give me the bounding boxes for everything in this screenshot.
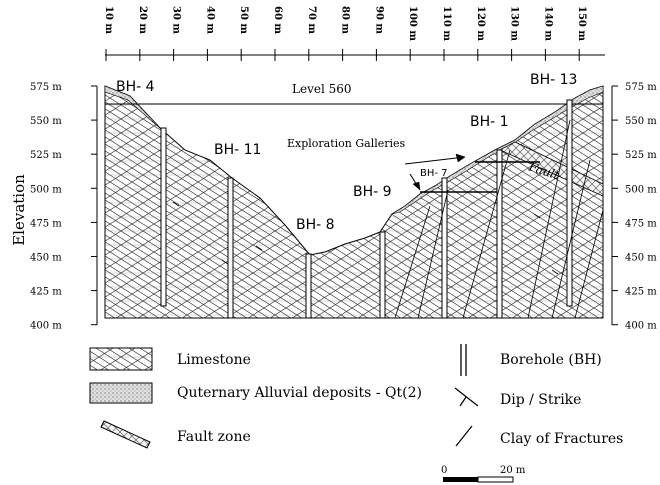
top-axis-tick-label: 10 m <box>103 6 114 34</box>
right-axis-tick-label: 400 m <box>625 321 657 332</box>
left-axis-tick-label: 425 m <box>30 287 62 298</box>
alluvial-deposit-left <box>104 85 161 129</box>
dip-strike-markers <box>172 201 559 275</box>
top-axis-tick-label: 40 m <box>204 6 215 34</box>
right-axis-tick-label: 500 m <box>625 184 657 195</box>
borehole-bh7 <box>441 177 448 319</box>
top-axis-tick-label: 80 m <box>340 6 351 34</box>
right-axis-tick-label: 575 m <box>625 82 657 93</box>
bh-label: BH- 9 <box>353 184 392 200</box>
left-axis-tick-label: 575 m <box>30 82 62 93</box>
right-axis: 575 m 550 m 525 m 500 m 475 m 450 m 425 m 400 m <box>611 82 657 332</box>
right-axis-tick-label: 550 m <box>625 116 657 127</box>
limestone-body <box>104 85 604 319</box>
right-axis-tick-label: 525 m <box>625 150 657 161</box>
top-axis-tick-label: 110 m <box>441 6 452 41</box>
legend: Limestone Quternary Alluvial deposits - … <box>89 344 623 449</box>
legend-clay-label: Clay of Fractures <box>500 431 623 447</box>
legend-borehole-label: Borehole (BH) <box>500 352 602 368</box>
legend-clay-symbol <box>455 425 473 447</box>
legend-dip-strike-symbol <box>454 387 479 407</box>
scale-bar-filled <box>443 477 478 482</box>
borehole-bh9 <box>379 231 386 319</box>
left-axis-tick-label: 525 m <box>30 150 62 161</box>
top-axis-tick-label: 70 m <box>306 6 317 34</box>
scale-start-label: 0 <box>441 465 447 476</box>
left-axis-tick-label: 450 m <box>30 253 62 264</box>
top-axis-tick-label: 50 m <box>238 6 249 34</box>
legend-fault-swatch <box>100 420 151 449</box>
top-axis-tick-label: 140 m <box>542 6 553 41</box>
top-axis-tick-label: 30 m <box>171 6 182 34</box>
legend-fault-label: Fault zone <box>177 429 251 445</box>
right-axis-tick-label: 425 m <box>625 287 657 298</box>
borehole-bh1 <box>496 149 503 319</box>
legend-alluvial-swatch <box>89 382 153 404</box>
bh-label: BH- 4 <box>116 79 155 95</box>
boreholes <box>160 99 573 319</box>
top-axis-tick-label: 130 m <box>509 6 520 41</box>
top-axis-tick-label: 60 m <box>272 6 283 34</box>
scale-bar-empty <box>477 476 514 483</box>
bh-label: BH- 8 <box>296 217 335 233</box>
left-axis-tick-label: 400 m <box>30 321 62 332</box>
borehole-bh13 <box>566 99 573 307</box>
bh-label: BH- 7 <box>420 168 448 179</box>
bh-label: BH- 13 <box>530 72 577 88</box>
borehole-bh4 <box>160 127 167 307</box>
scale-end-label: 20 m <box>500 465 526 476</box>
clay-fractures <box>394 119 604 319</box>
right-axis-tick-label: 450 m <box>625 253 657 264</box>
legend-alluvial-label: Quternary Alluvial deposits - Qt(2) <box>177 385 422 401</box>
left-axis-tick-label: 500 m <box>30 184 62 195</box>
left-axis-tick-label: 475 m <box>30 218 62 229</box>
scale-bar: 0 20 m <box>441 465 526 483</box>
bh-label: BH- 1 <box>470 114 509 130</box>
exploration-galleries <box>404 153 540 193</box>
left-axis-tick-label: 550 m <box>30 116 62 127</box>
legend-limestone-label: Limestone <box>177 352 251 368</box>
legend-dip-strike-label: Dip / Strike <box>500 392 581 408</box>
top-axis-tick-label: 90 m <box>373 6 384 34</box>
top-axis-tick-label: 120 m <box>475 6 486 41</box>
top-axis-tick-label: 100 m <box>407 6 418 41</box>
level-label: Level 560 <box>292 82 352 96</box>
legend-borehole-symbol <box>460 344 467 376</box>
top-axis: 10 m 20 m 30 m 40 m 50 m 60 m 70 m 80 m 90 m 100 … <box>103 6 605 61</box>
bh-label: BH- 11 <box>214 142 261 158</box>
legend-limestone-swatch <box>89 347 153 371</box>
right-axis-tick-label: 475 m <box>625 218 657 229</box>
section-body <box>104 85 604 319</box>
borehole-bh11 <box>227 177 234 319</box>
left-axis: 575 m 550 m 525 m 500 m 475 m 450 m 425 m 400 m… <box>10 82 98 332</box>
top-axis-tick-label: 150 m <box>576 6 587 41</box>
galleries-label: Exploration Galleries <box>287 137 406 150</box>
borehole-bh8 <box>305 253 312 319</box>
top-axis-tick-label: 20 m <box>137 6 148 34</box>
left-axis-title: Elevation <box>10 174 28 246</box>
